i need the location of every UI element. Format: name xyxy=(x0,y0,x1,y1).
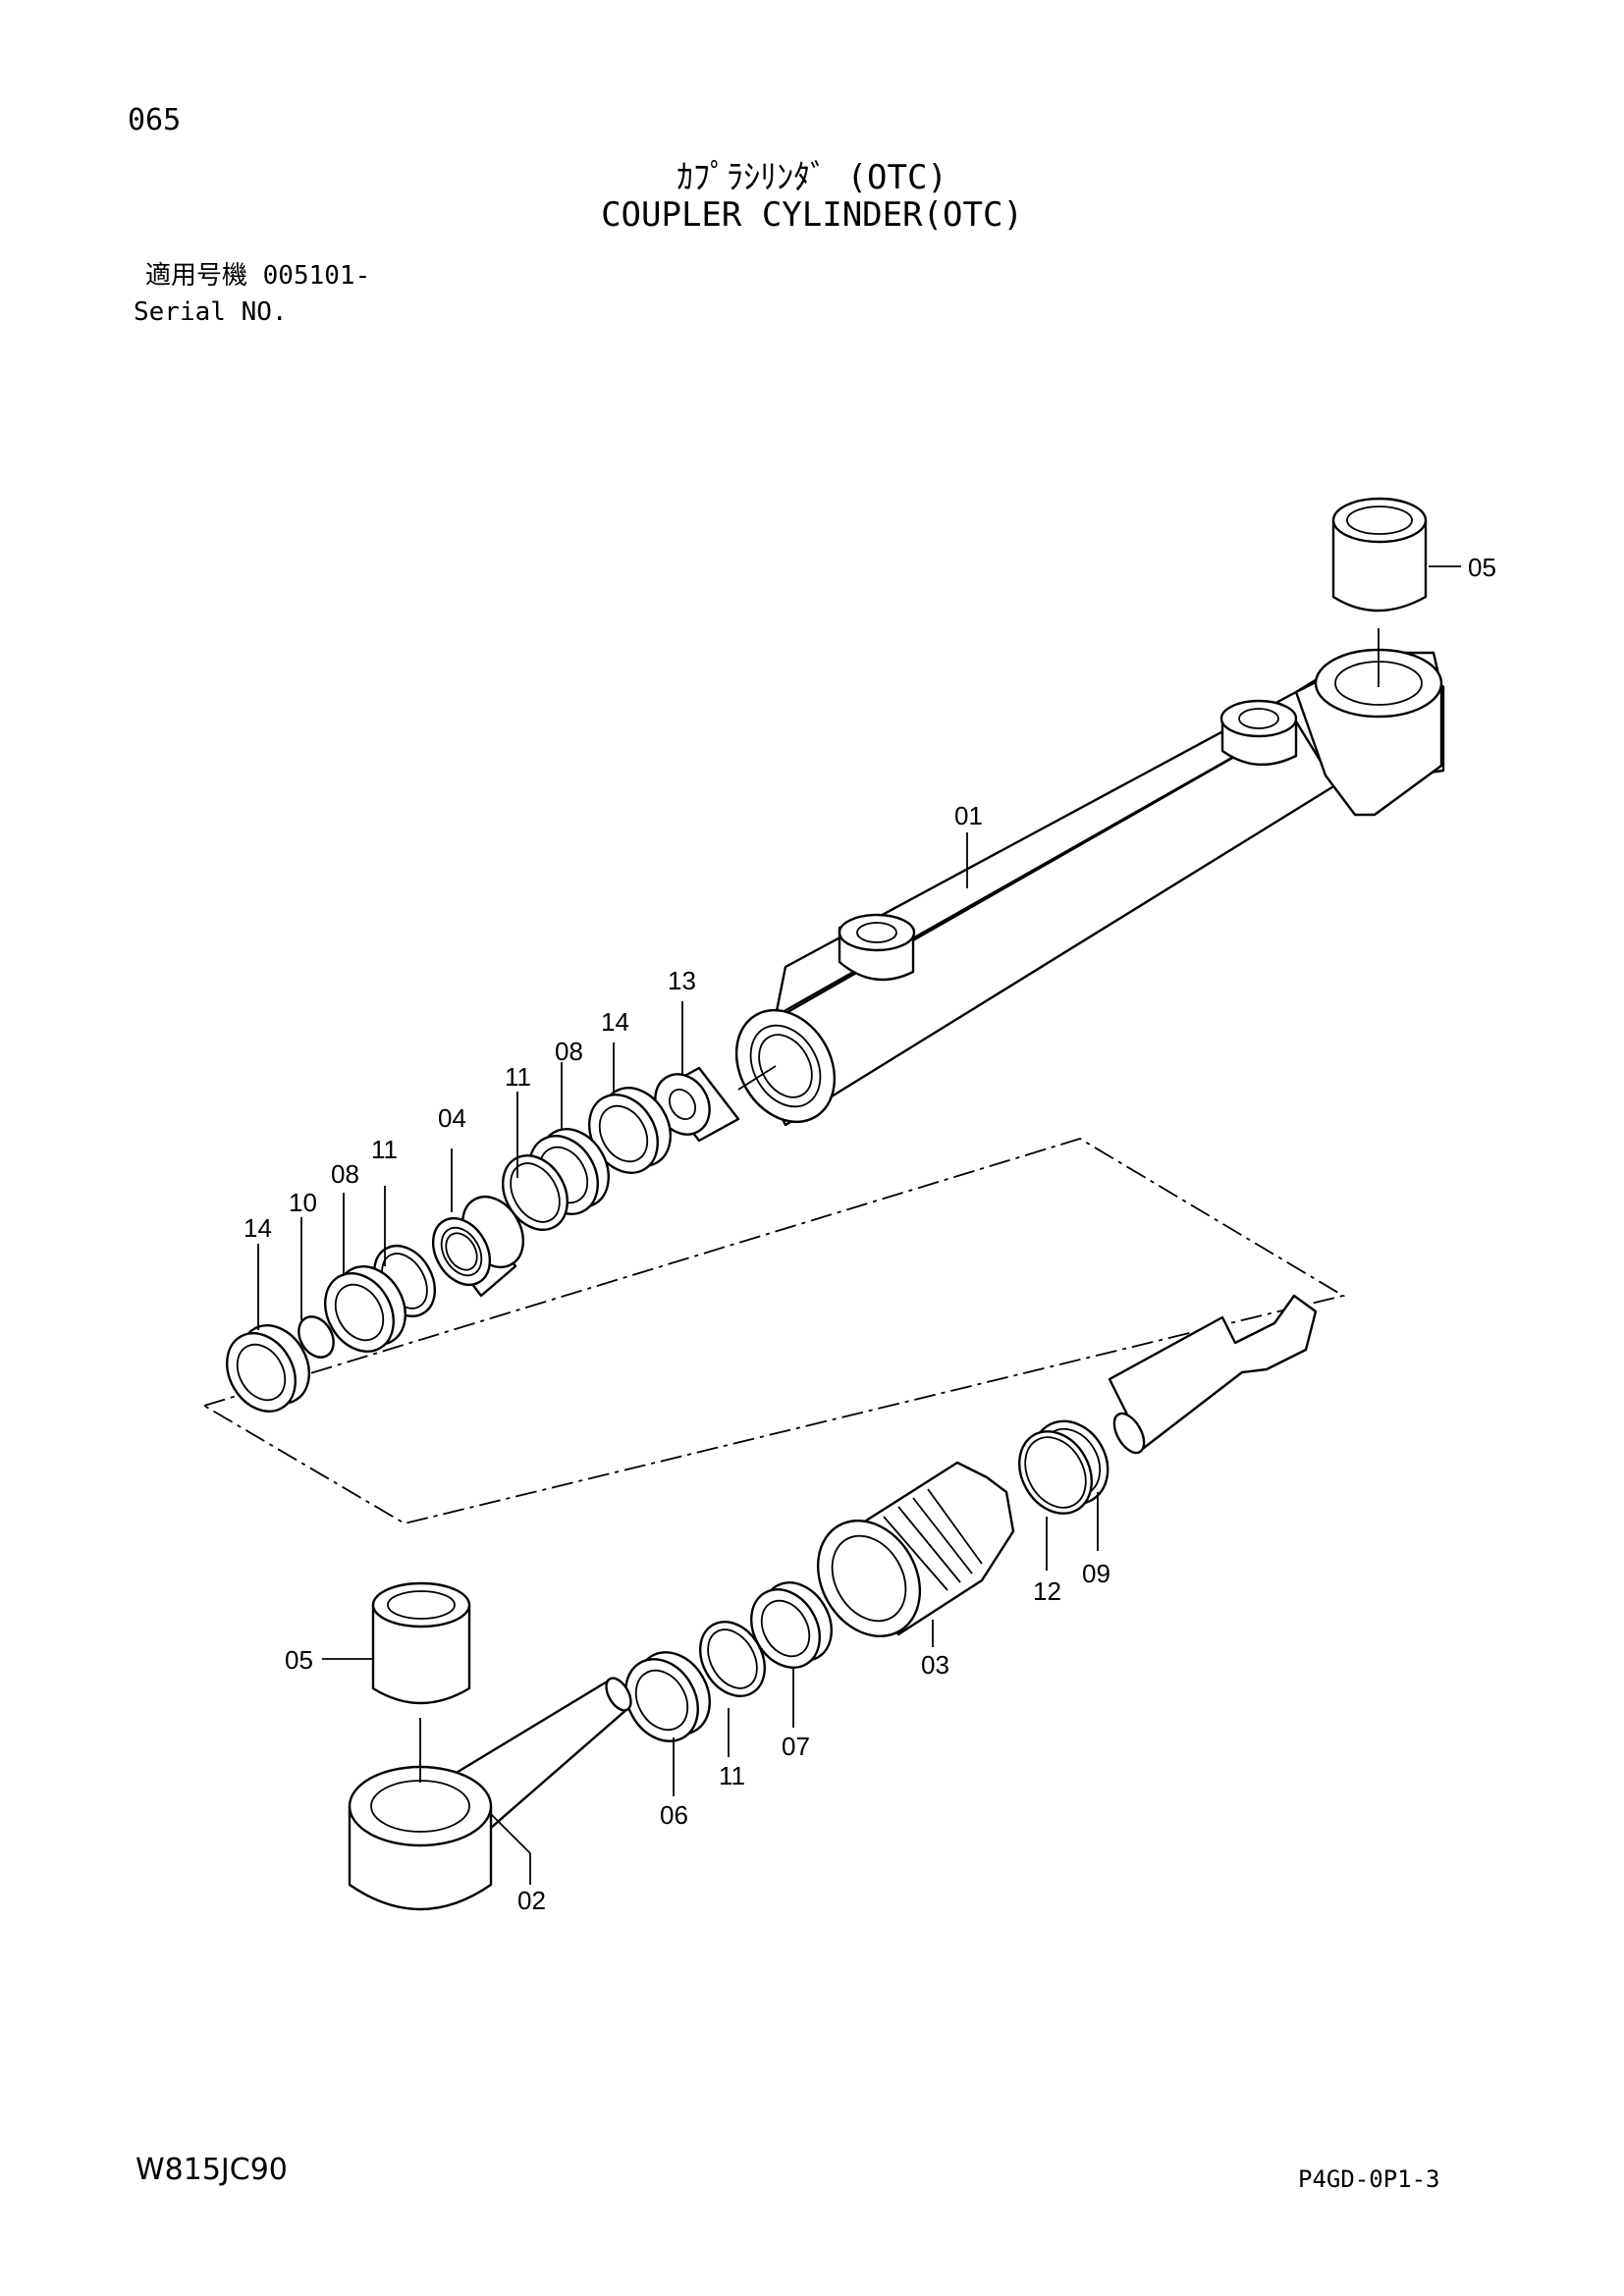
callout-01: 01 xyxy=(954,801,983,830)
assembly-boundary xyxy=(201,1138,1346,1524)
part-06-ring xyxy=(624,1651,711,1742)
callout-05-upper: 05 xyxy=(1468,553,1496,582)
callout-11-lower: 11 xyxy=(719,1761,745,1790)
serial-label-japanese: 適用号機 005101- xyxy=(145,261,371,291)
callout-14-upper: 14 xyxy=(601,1007,629,1037)
part-01-cylinder-tube xyxy=(734,648,1445,1127)
title-japanese: ｶﾌﾟﾗｼﾘﾝﾀﾞ (OTC) xyxy=(677,158,947,197)
part-14-ring-upper xyxy=(588,1087,672,1174)
callout-05-lower: 05 xyxy=(285,1645,313,1675)
callout-04: 04 xyxy=(438,1103,466,1133)
piston-rod xyxy=(1108,1294,1318,1455)
callout-12: 12 xyxy=(1033,1576,1061,1606)
callout-08-upper: 08 xyxy=(555,1037,583,1066)
callout-02: 02 xyxy=(517,1886,546,1915)
part-11-ring-upper xyxy=(502,1154,568,1231)
part-10-o-ring xyxy=(298,1315,335,1359)
part-04-piston xyxy=(431,1196,525,1298)
page-number: 065 xyxy=(128,103,182,137)
title-english: COUPLER CYLINDER(OTC) xyxy=(601,195,1023,235)
callout-09: 09 xyxy=(1082,1559,1110,1588)
part-05-bushing-upper xyxy=(1331,497,1428,687)
callout-08-lower: 08 xyxy=(331,1159,359,1189)
part-14-ring-lower xyxy=(226,1324,310,1413)
serial-label-english: Serial NO. xyxy=(134,297,288,327)
part-03-rod-cover xyxy=(816,1461,1015,1638)
callout-14-lower: 14 xyxy=(244,1213,272,1243)
callout-13: 13 xyxy=(668,966,696,995)
callout-06: 06 xyxy=(660,1800,688,1830)
part-07-ring xyxy=(750,1581,833,1669)
part-11-ring-lower xyxy=(699,1621,766,1697)
part-05-bushing-lower xyxy=(371,1581,471,1783)
callout-10: 10 xyxy=(289,1188,317,1217)
callout-03: 03 xyxy=(921,1650,949,1680)
part-02-rod-end xyxy=(348,1677,632,1911)
callout-11-upper: 11 xyxy=(505,1062,531,1092)
callout-11-mid: 11 xyxy=(371,1135,398,1164)
callout-07: 07 xyxy=(782,1732,810,1761)
part-12-snap-ring xyxy=(1018,1430,1093,1515)
model-code: W815JC90 xyxy=(135,2153,288,2187)
sheet-code: P4GD-0P1-3 xyxy=(1298,2165,1440,2193)
leader-lines xyxy=(257,565,1461,1885)
part-08-ring-lower xyxy=(324,1265,406,1353)
